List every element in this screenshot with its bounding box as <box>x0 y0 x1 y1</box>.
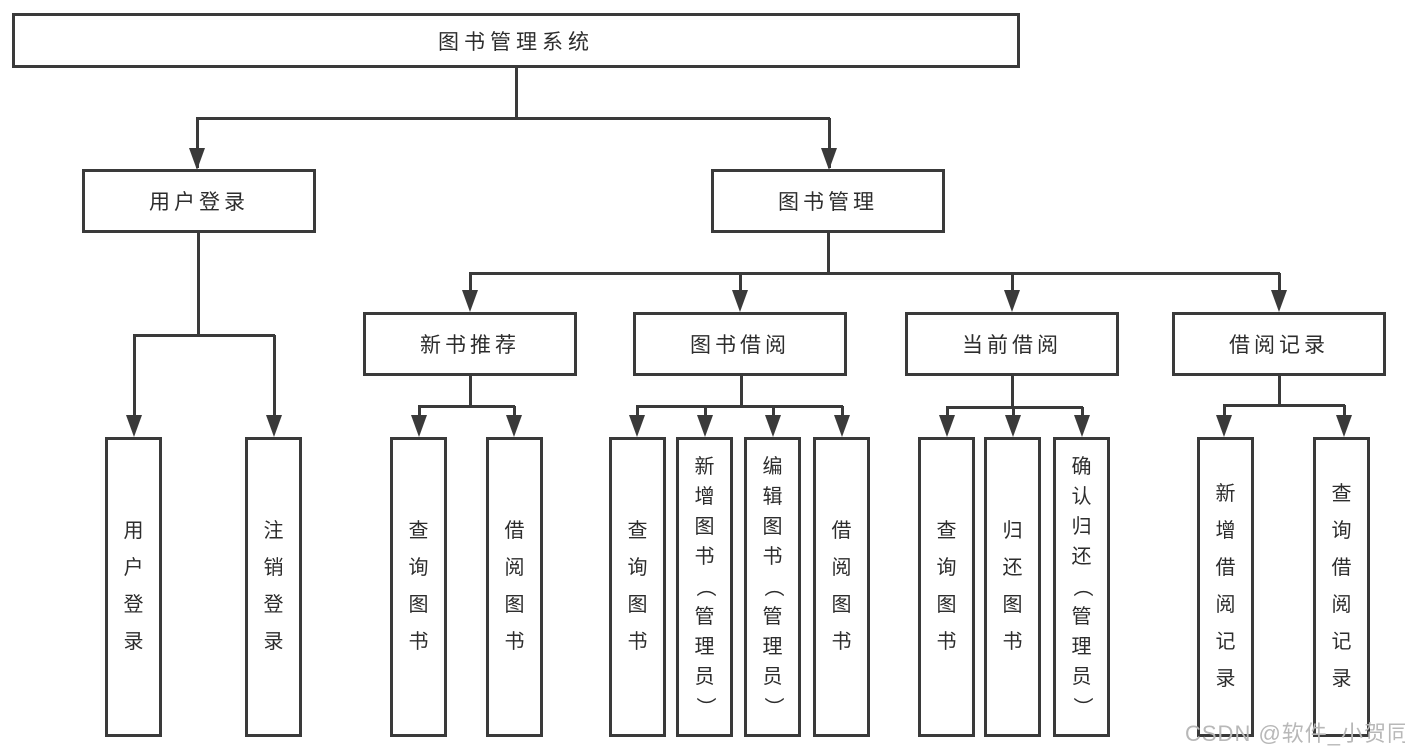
node-label: 确认归还（管理员） <box>1070 456 1093 717</box>
node-label: 借阅图书 <box>504 520 525 653</box>
arrow-down-icon <box>189 148 205 170</box>
connector-line <box>418 406 421 418</box>
connector-line <box>418 405 515 408</box>
connector-line <box>1011 273 1014 293</box>
leaf-borrow-books-2: 借阅图书 <box>813 437 870 737</box>
connector-line <box>1012 407 1015 418</box>
arrow-down-icon <box>1271 290 1287 312</box>
arrow-down-icon <box>1005 415 1021 437</box>
node-label: 查询借阅记录 <box>1331 483 1352 690</box>
watermark: CSDN @软件_小贺同学 <box>1185 721 1405 746</box>
node-new-book-recommend: 新书推荐 <box>363 312 577 376</box>
arrow-down-icon <box>697 415 713 437</box>
arrow-down-icon <box>834 415 850 437</box>
leaf-confirm-return-admin: 确认归还（管理员） <box>1053 437 1110 737</box>
connector-line <box>273 335 276 419</box>
node-user-login: 用户登录 <box>82 169 316 233</box>
node-book-borrow: 图书借阅 <box>633 312 847 376</box>
connector-line <box>196 118 199 168</box>
node-label: 新增图书（管理员） <box>693 456 716 717</box>
node-book-management: 图书管理 <box>711 169 945 233</box>
connector-line <box>841 406 844 418</box>
connector-line <box>1223 405 1226 418</box>
connector-line <box>1011 376 1014 408</box>
connector-line <box>469 272 1280 275</box>
connector-line <box>1081 407 1084 418</box>
connector-line <box>196 117 830 120</box>
node-label: 注销登录 <box>263 520 284 653</box>
connector-line <box>827 233 830 275</box>
connector-line <box>740 376 743 407</box>
node-label: 借阅记录 <box>1229 334 1329 357</box>
connector-line <box>469 376 472 407</box>
arrow-down-icon <box>1074 415 1090 437</box>
leaf-query-books-borrow: 查询图书 <box>609 437 666 737</box>
arrow-down-icon <box>939 415 955 437</box>
connector-line <box>704 406 707 418</box>
leaf-query-books-current: 查询图书 <box>918 437 975 737</box>
connector-line <box>636 405 843 408</box>
arrow-down-icon <box>1004 290 1020 312</box>
arrow-down-icon <box>821 148 837 170</box>
connector-line <box>133 335 136 419</box>
node-label: 借阅图书 <box>831 520 852 653</box>
connector-line <box>946 407 949 418</box>
connector-line <box>197 233 200 336</box>
node-label: 查询图书 <box>936 520 957 653</box>
leaf-add-borrow-record: 新增借阅记录 <box>1197 437 1254 737</box>
arrow-down-icon <box>411 415 427 437</box>
leaf-add-book-admin: 新增图书（管理员） <box>676 437 733 737</box>
node-label: 图书管理系统 <box>438 30 594 54</box>
node-borrow-records: 借阅记录 <box>1172 312 1386 376</box>
arrow-down-icon <box>462 290 478 312</box>
arrow-down-icon <box>506 415 522 437</box>
connector-line <box>513 406 516 418</box>
node-label: 用户登录 <box>123 520 144 653</box>
node-label: 图书管理 <box>778 191 878 214</box>
node-label: 新书推荐 <box>420 334 520 357</box>
connector-line <box>469 273 472 293</box>
node-label: 归还图书 <box>1002 520 1023 653</box>
arrow-down-icon <box>1216 415 1232 437</box>
node-current-borrow: 当前借阅 <box>905 312 1119 376</box>
node-label: 用户登录 <box>149 191 249 214</box>
arrow-down-icon <box>266 415 282 437</box>
connector-line <box>828 118 831 168</box>
connector-line <box>133 334 275 337</box>
connector-line <box>772 406 775 418</box>
connector-line <box>739 273 742 293</box>
node-label: 图书借阅 <box>690 334 790 357</box>
leaf-user-login: 用户登录 <box>105 437 162 737</box>
leaf-query-borrow-record: 查询借阅记录 <box>1313 437 1370 737</box>
connector-line <box>1278 376 1281 406</box>
leaf-return-books: 归还图书 <box>984 437 1041 737</box>
arrow-down-icon <box>732 290 748 312</box>
connector-line <box>1223 404 1345 407</box>
arrow-down-icon <box>126 415 142 437</box>
connector-line <box>515 68 518 120</box>
leaf-edit-book-admin: 编辑图书（管理员） <box>744 437 801 737</box>
node-label: 编辑图书（管理员） <box>761 456 784 717</box>
connector-line <box>636 406 639 418</box>
leaf-logout: 注销登录 <box>245 437 302 737</box>
arrow-down-icon <box>765 415 781 437</box>
leaf-borrow-books-recommend: 借阅图书 <box>486 437 543 737</box>
arrow-down-icon <box>629 415 645 437</box>
node-label: 当前借阅 <box>962 334 1062 357</box>
connector-line <box>1343 405 1346 418</box>
arrow-down-icon <box>1336 415 1352 437</box>
node-label: 查询图书 <box>627 520 648 653</box>
connector-line <box>1278 273 1281 293</box>
node-label: 新增借阅记录 <box>1215 483 1236 690</box>
leaf-query-books-recommend: 查询图书 <box>390 437 447 737</box>
node-label: 查询图书 <box>408 520 429 653</box>
node-root: 图书管理系统 <box>12 13 1020 68</box>
